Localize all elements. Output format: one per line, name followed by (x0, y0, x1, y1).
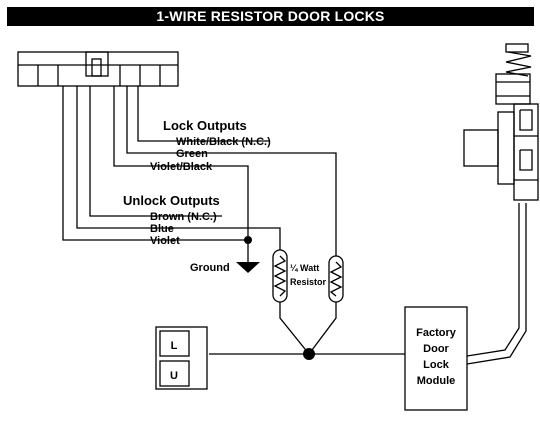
diagram-title: 1-WIRE RESISTOR DOOR LOCKS (7, 7, 534, 26)
resistor-label-line1: ¼ Watt (290, 263, 319, 273)
module-label-line2: Door (423, 343, 449, 355)
module-label-line4: Module (417, 375, 456, 387)
lock-outputs-heading: Lock Outputs (163, 118, 247, 133)
wire-label-white-black: White/Black (N.C.) (176, 136, 271, 148)
resistor-junction-dot (303, 348, 315, 360)
module-label-line3: Lock (423, 359, 450, 371)
switch-lock-label: L (171, 340, 178, 352)
resistor-label-line2: Resistor (290, 277, 327, 287)
ground-symbol (236, 262, 260, 273)
wire-label-blue: Blue (150, 223, 174, 235)
wire-label-brown: Brown (N.C.) (150, 211, 217, 223)
switch-unlock-label: U (170, 370, 178, 382)
wire-label-violet: Violet (150, 235, 180, 247)
harness-connector (17, 51, 179, 87)
wire-label-violet-black: Violet/Black (150, 161, 213, 173)
unlock-outputs-heading: Unlock Outputs (123, 193, 220, 208)
ground-label: Ground (190, 262, 230, 274)
actuator-cable (466, 203, 527, 365)
quarter-watt-resistor (272, 249, 310, 355)
factory-module-box (404, 306, 468, 411)
door-lock-actuator (463, 43, 539, 201)
harness-wires (62, 86, 337, 256)
lock-unlock-switch (155, 326, 208, 390)
violet-junction-dot (244, 236, 252, 244)
lock-output-resistor (308, 255, 344, 355)
module-label-line1: Factory (416, 327, 457, 339)
wire-label-green: Green (176, 148, 208, 160)
